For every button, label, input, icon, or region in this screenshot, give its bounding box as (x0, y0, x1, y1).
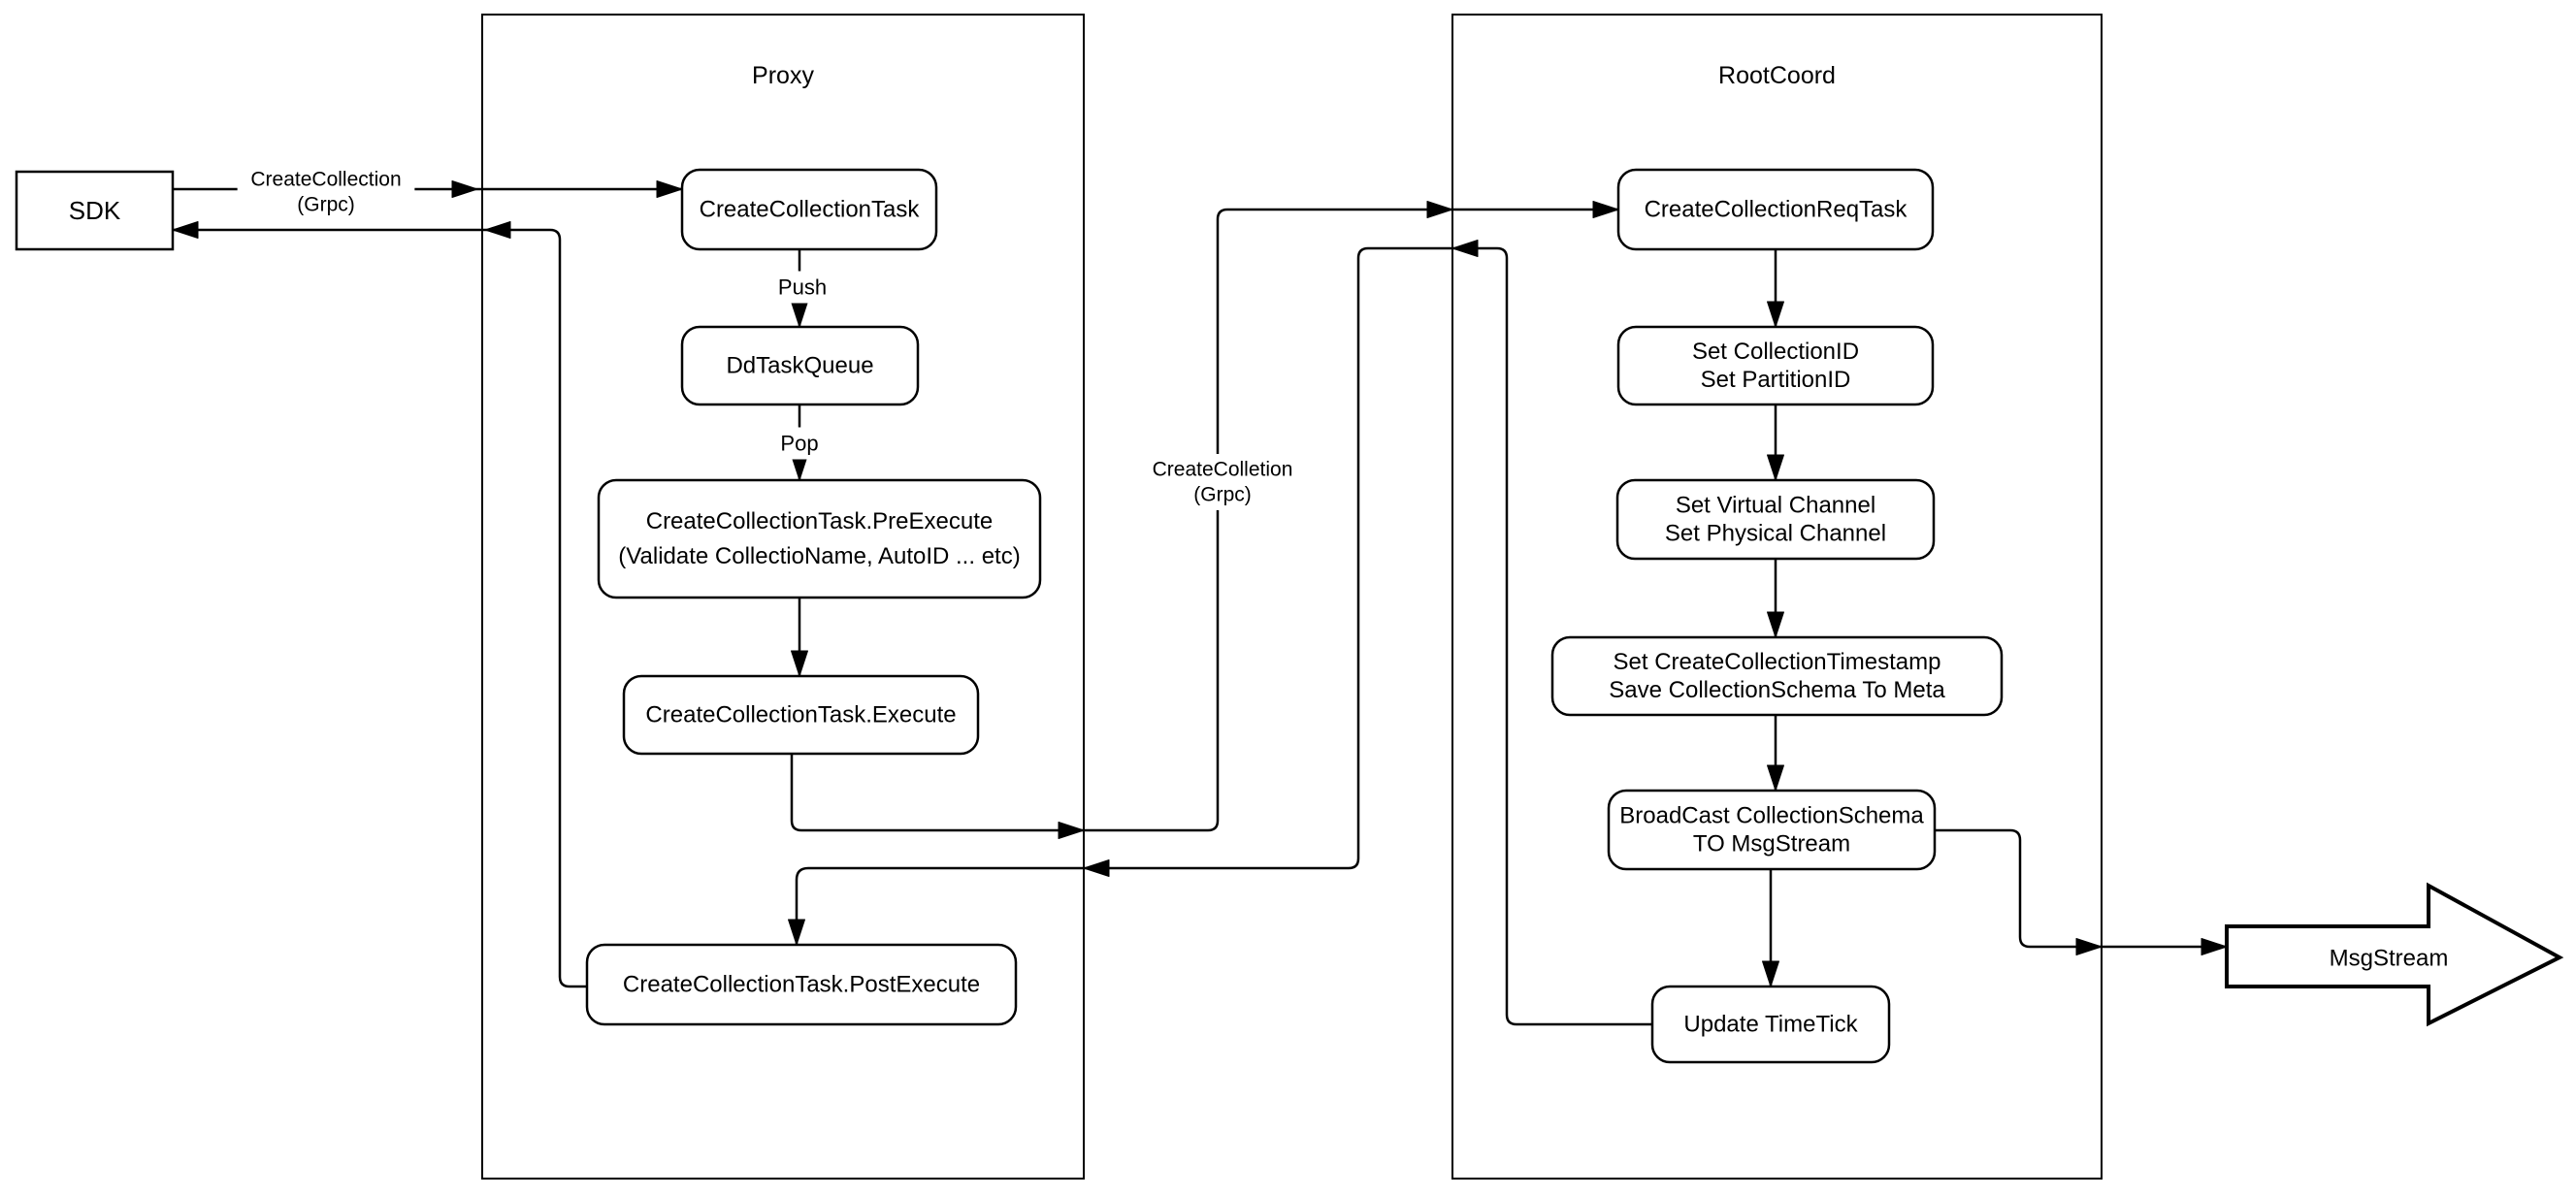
rootcoord-container (1451, 14, 2103, 1180)
node-create-collection-req-task-label: CreateCollectionReqTask (1645, 197, 1908, 223)
edge-setchannels-to-timestamp-arrowhead (1767, 611, 1784, 638)
msgstream-arrow-shape (2225, 882, 2564, 1027)
edge-grpc-request-arrowhead (451, 180, 478, 198)
edge-execute-to-reqtask-label-bg (1139, 454, 1306, 510)
node-set-virtual-physical-channel-label: Set Virtual Channel (1676, 493, 1875, 519)
edge-broadcast-to-msgstream-arrowhead (2201, 938, 2228, 955)
node-dd-task-queue-label: DdTaskQueue (726, 353, 873, 379)
edge-setids-to-setchannels-arrowhead (1767, 454, 1784, 481)
node-set-timestamp-save-schema-label: Set CreateCollectionTimestamp (1614, 649, 1941, 675)
edge-timetick-to-postexecute (795, 246, 1652, 1026)
edge-pop-label: Pop (780, 432, 818, 456)
edge-broadcast-to-timetick-arrowhead (1762, 960, 1779, 987)
rootcoord-container-title: RootCoord (1718, 62, 1836, 89)
node-set-collection-partition-id-label: Set PartitionID (1701, 367, 1851, 393)
node-create-collection-task-label: CreateCollectionTask (700, 197, 921, 223)
node-create-collection-task (680, 168, 938, 251)
edge-execute-to-reqtask-arrowhead (1592, 201, 1619, 218)
node-set-virtual-physical-channel (1615, 478, 1936, 561)
node-set-timestamp-save-schema (1550, 635, 2004, 717)
node-set-collection-partition-id (1616, 325, 1935, 406)
edge-grpc-request-label: CreateCollection (250, 169, 401, 191)
node-broadcast-collection-schema-label: BroadCast CollectionSchema (1619, 803, 1924, 829)
edge-grpc-request-label-bg (237, 164, 415, 220)
node-sdk-label: SDK (69, 196, 121, 225)
edge-grpc-response (173, 228, 587, 988)
edge-timetick-to-postexecute-arrowhead (1083, 859, 1110, 877)
node-broadcast-collection-schema-label: TO MsgStream (1693, 831, 1850, 857)
edge-preexecute-to-execute-arrowhead (791, 650, 808, 677)
edge-timestamp-to-broadcast-arrowhead (1767, 764, 1784, 792)
edge-grpc-response-arrowhead (172, 221, 199, 239)
node-pre-execute-label: CreateCollectionTask.PreExecute (646, 508, 994, 534)
edge-execute-to-reqtask-label: (Grpc) (1193, 484, 1252, 506)
proxy-container (481, 14, 1085, 1180)
edge-push-label-bg (776, 271, 829, 304)
edge-execute-to-reqtask-label: CreateColletion (1153, 459, 1293, 481)
node-update-timetick-label: Update TimeTick (1683, 1012, 1858, 1038)
edge-push-arrowhead (791, 301, 808, 328)
node-sdk (15, 170, 175, 251)
node-post-execute-label: CreateCollectionTask.PostExecute (623, 972, 980, 998)
proxy-container-title: Proxy (752, 62, 814, 89)
node-execute (622, 674, 980, 756)
edge-pop-label-bg (778, 427, 821, 460)
edge-reqtask-to-setids-arrowhead (1767, 301, 1784, 328)
node-execute-label: CreateCollectionTask.Execute (645, 702, 956, 728)
edge-push-label: Push (778, 275, 827, 300)
node-set-timestamp-save-schema-label: Save CollectionSchema To Meta (1609, 677, 1945, 703)
edge-broadcast-to-msgstream-arrowhead (2075, 938, 2103, 955)
node-post-execute (585, 943, 1018, 1026)
node-dd-task-queue (680, 325, 920, 406)
node-pre-execute (597, 478, 1042, 599)
edge-timetick-to-postexecute-arrowhead (788, 919, 805, 946)
edge-execute-to-reqtask-arrowhead (1058, 822, 1085, 839)
node-set-collection-partition-id-label: Set CollectionID (1692, 339, 1859, 365)
node-set-virtual-physical-channel-label: Set Physical Channel (1665, 521, 1886, 547)
edge-timetick-to-postexecute-arrowhead (1451, 240, 1479, 257)
node-update-timetick (1650, 985, 1891, 1064)
edge-grpc-request-arrowhead (656, 180, 683, 198)
edge-broadcast-to-msgstream (1935, 828, 2227, 949)
node-create-collection-req-task (1616, 168, 1935, 251)
edge-grpc-response-arrowhead (484, 221, 511, 239)
msgstream-label: MsgStream (2330, 946, 2449, 972)
node-broadcast-collection-schema (1607, 789, 1937, 871)
edge-execute-to-reqtask-arrowhead (1426, 201, 1453, 218)
edge-grpc-request-label: (Grpc) (297, 194, 355, 216)
node-pre-execute-label: (Validate CollectioName, AutoID ... etc) (618, 543, 1020, 569)
edge-execute-to-reqtask (790, 208, 1618, 832)
